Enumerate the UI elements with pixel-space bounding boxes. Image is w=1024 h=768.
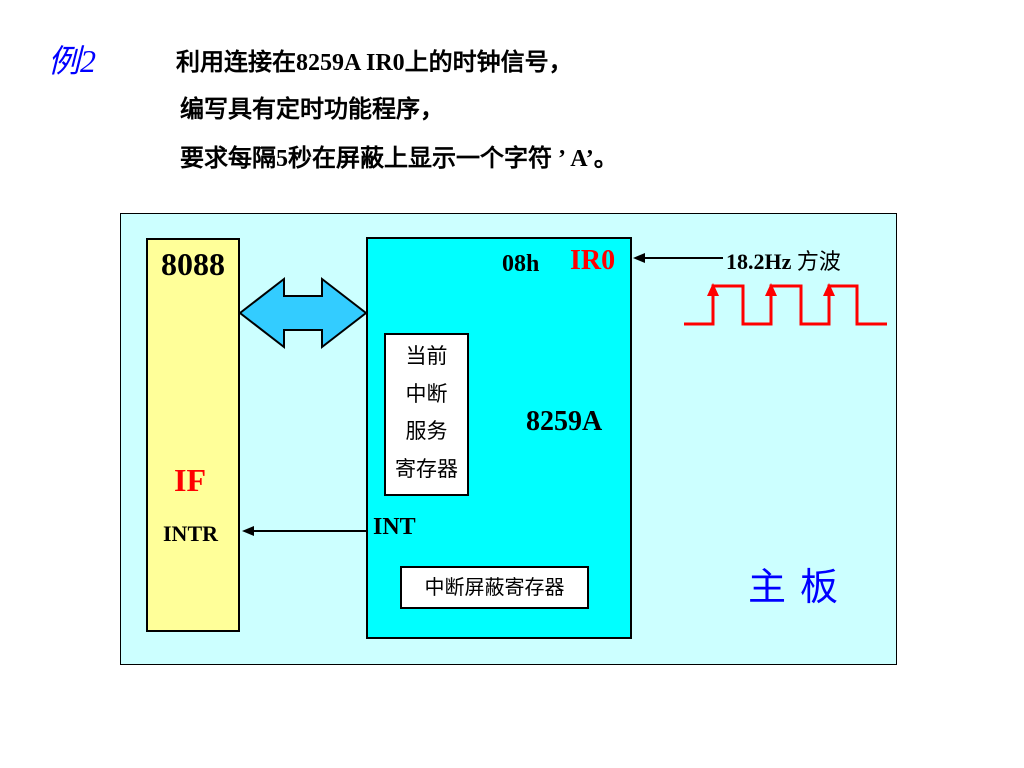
intr-pin-label: INTR (163, 521, 219, 546)
cpu-label: 8088 (161, 246, 225, 282)
isr-line-4: 寄存器 (395, 457, 458, 481)
intr-arrowhead (242, 526, 254, 536)
clock-waveform-type: 方波 (796, 250, 841, 275)
mainboard-label: 主板 (748, 565, 853, 609)
isr-line-2: 中断 (405, 382, 448, 406)
problem-line-2: 编写具有定时功能程序， (180, 97, 444, 123)
rising-edge-arrow-1 (707, 283, 719, 296)
problem-line-3: 要求每隔5秒在屏蔽上显示一个字符 ’ A’。 (180, 146, 618, 172)
rising-edge-arrow-2 (765, 283, 777, 296)
isr-line-3: 服务 (405, 419, 448, 443)
cpu-8088-box (146, 238, 240, 632)
imr-register-box: 中断屏蔽寄存器 (400, 566, 589, 609)
int-pin-label: INT (373, 514, 416, 540)
problem-line-1: 利用连接在8259A IR0上的时钟信号， (176, 50, 573, 76)
isr-register-box: 当前 中断 服务 寄存器 (384, 333, 469, 496)
if-flag-label: IF (174, 462, 206, 498)
data-bus-arrow (238, 276, 368, 350)
ir0-pin-label: IR0 (570, 245, 616, 276)
pic-name-label: 8259A (526, 406, 603, 437)
clock-frequency: 18.2Hz (726, 249, 792, 274)
clock-signal-label: 18.2Hz 方波 (726, 244, 841, 276)
ir0-arrowhead (633, 253, 645, 263)
square-wave (684, 284, 887, 326)
interrupt-vector-label: 08h (502, 251, 540, 277)
isr-line-1: 当前 (405, 344, 448, 368)
rising-edge-arrow-3 (823, 283, 835, 296)
example-label: 例2 (48, 43, 97, 79)
